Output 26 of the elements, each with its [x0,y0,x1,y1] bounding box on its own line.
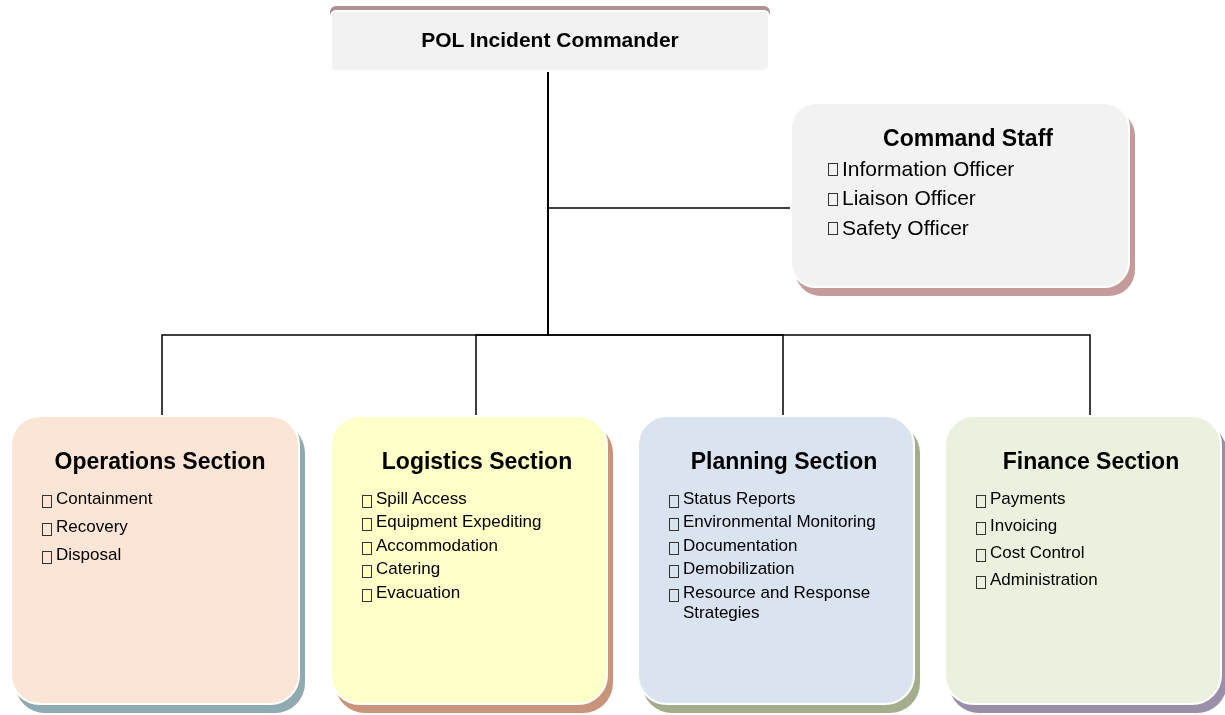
list-item: Disposal [56,544,122,566]
list-item: Demobilization [683,559,795,581]
list-item: Recovery [56,516,128,538]
list-item: Payments [990,488,1066,510]
box-title: Operations Section [53,447,267,476]
list-item: Liaison Officer [842,185,976,212]
list-item: Resource and Response Strategies [683,582,872,625]
list-item: Information Officer [842,155,1015,182]
list-item: Invoicing [990,516,1058,538]
box-title: Finance Section [1001,447,1181,476]
box-title: Planning Section [689,447,879,476]
list-item: Environmental Monitoring [683,512,876,534]
list-item: Status Reports [683,488,796,510]
list-item: Equipment Expediting [376,512,542,534]
box-title: POL Incident Commander [420,27,680,53]
box-title: Command Staff [882,124,1054,153]
list-item: Safety Officer [842,214,969,241]
list-item: Catering [376,559,441,581]
list-item: Evacuation [376,582,461,604]
box-title: Logistics Section [380,447,574,476]
list-item: Cost Control [990,543,1085,565]
list-item: Containment [56,488,153,510]
list-item: Accommodation [376,535,498,557]
list-item: Spill Access [376,488,467,510]
list-item: Administration [990,570,1098,592]
list-item: Documentation [683,535,798,557]
